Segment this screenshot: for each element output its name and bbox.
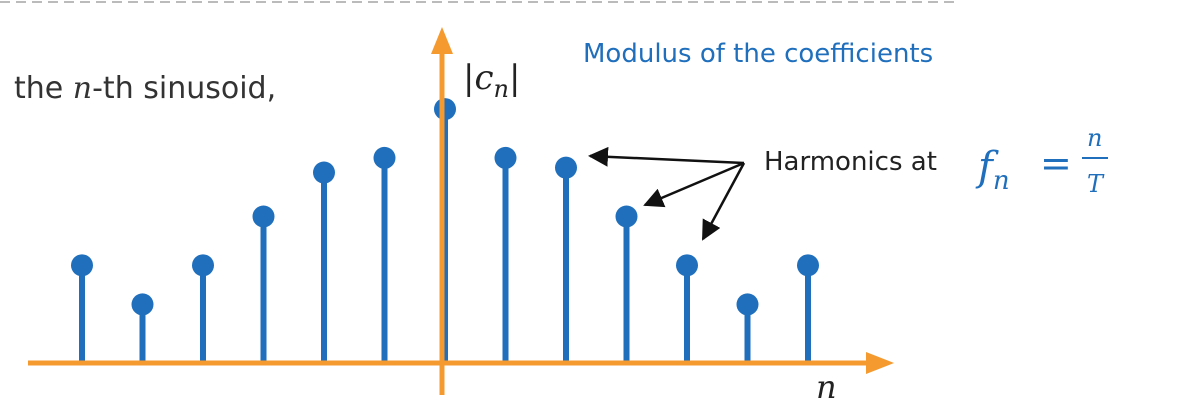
harmonics-arrows bbox=[588, 146, 746, 241]
stem-marker-n0 bbox=[434, 98, 456, 121]
harmonics-formula-numerator: n bbox=[1087, 124, 1102, 152]
arrow-to-stem-3 bbox=[643, 161, 745, 208]
stem-marker-n3 bbox=[615, 205, 638, 228]
stem-marker-n-1 bbox=[373, 146, 396, 169]
stem-marker-n1 bbox=[494, 146, 517, 169]
panel-title: Modulus of the coefficients bbox=[583, 39, 933, 69]
stem-marker-n-4 bbox=[192, 254, 214, 277]
harmonics-formula-denominator: T bbox=[1087, 170, 1105, 198]
partial-sentence: the n-th sinusoid, bbox=[14, 71, 276, 106]
arrow-to-stem-4 bbox=[701, 162, 746, 241]
y-axis-label: |cn| bbox=[463, 58, 520, 103]
stem-marker-n-3 bbox=[252, 205, 275, 228]
harmonics-formula-f: fn bbox=[975, 144, 1010, 196]
x-axis-arrowhead bbox=[866, 352, 894, 374]
harmonics-annotation-text: Harmonics at bbox=[764, 147, 937, 177]
stem-series bbox=[71, 98, 819, 363]
stem-marker-n-5 bbox=[131, 293, 154, 316]
stem-marker-n5 bbox=[736, 293, 759, 316]
harmonics-formula-equals: = bbox=[1040, 141, 1072, 185]
arrow-to-stem-2 bbox=[588, 146, 745, 167]
stem-marker-n4 bbox=[676, 254, 698, 277]
stem-marker-n-6 bbox=[71, 254, 93, 277]
y-axis-arrowhead bbox=[431, 27, 453, 54]
stem-marker-n-2 bbox=[313, 161, 335, 184]
stem-chart: |cn| n bbox=[28, 27, 894, 405]
x-axis-label: n bbox=[816, 368, 837, 405]
stem-marker-n2 bbox=[555, 156, 577, 179]
stem-marker-n6 bbox=[797, 254, 819, 277]
